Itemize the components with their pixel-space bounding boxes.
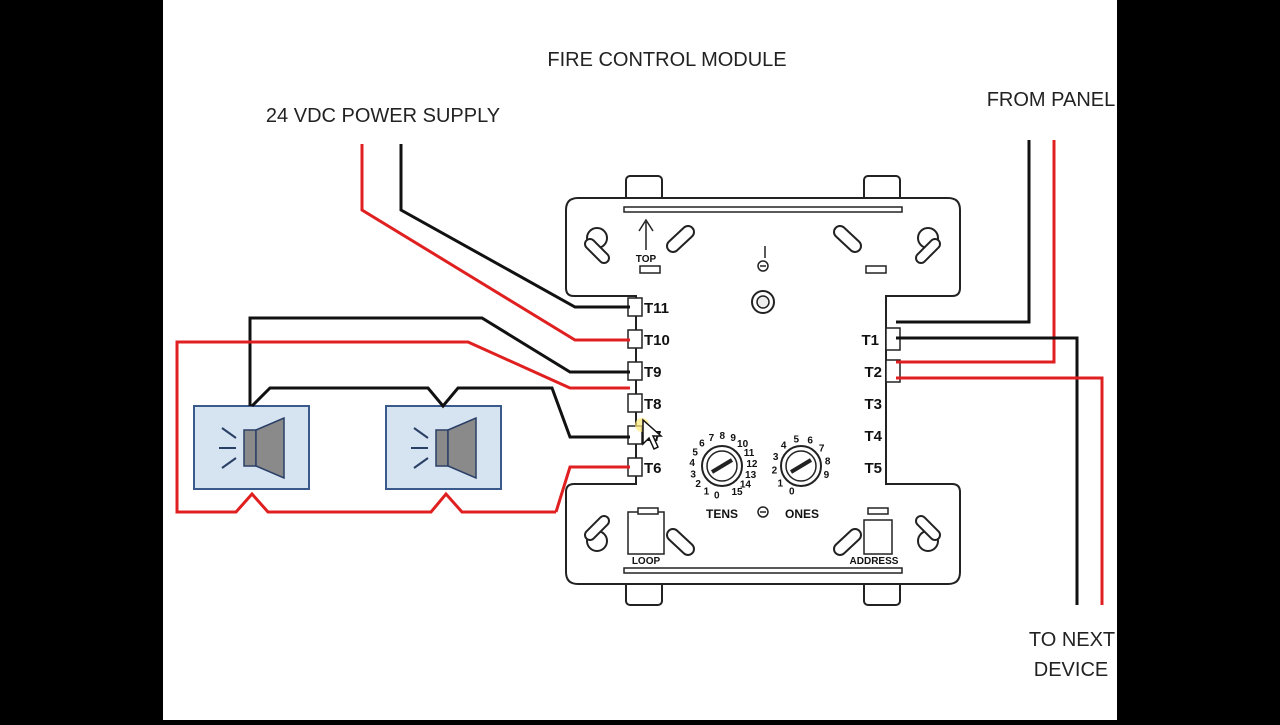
wire-speaker-black-t7 <box>250 386 630 439</box>
terminal-screw-t6[interactable] <box>627 457 643 477</box>
terminal-screw-t11[interactable] <box>627 297 643 317</box>
bottom-rail <box>623 567 903 574</box>
top-rail <box>623 206 903 213</box>
dial-number: 11 <box>744 448 755 459</box>
terminal-label-t3: T3 <box>864 396 882 413</box>
terminal-screw-t9[interactable] <box>627 361 643 381</box>
terminal-screw-t10[interactable] <box>627 329 643 349</box>
mount-slot-bottom-left <box>584 515 610 552</box>
dial-number: 7 <box>709 433 715 444</box>
dial-number: 1 <box>704 487 710 498</box>
dial-number: 8 <box>720 431 726 442</box>
terminal-label-t11: T11 <box>644 300 669 317</box>
dial-number: 13 <box>745 470 757 481</box>
dial-number: 1 <box>778 478 784 489</box>
fire-control-module: TOP <box>565 175 961 606</box>
wire-speaker-black-t9 <box>248 316 630 406</box>
terminal-label-t8: T8 <box>644 396 662 413</box>
dial-number: 12 <box>746 459 758 470</box>
dial-number: 0 <box>714 491 720 502</box>
tens-label: TENS <box>706 507 738 521</box>
mount-slot-top-right <box>915 227 941 264</box>
minus-symbol-icon <box>757 506 769 518</box>
wire-panel-red <box>896 140 1056 364</box>
center-screw-icon <box>751 290 775 314</box>
wire-power-black <box>399 144 630 309</box>
to-next-label-line1: TO NEXT <box>1029 629 1115 651</box>
terminal-label-t4: T4 <box>864 428 882 445</box>
loop-label: LOOP <box>632 556 661 567</box>
speaker-left <box>193 405 310 490</box>
arrow-cursor-icon <box>635 418 663 451</box>
dial-number: 15 <box>731 487 743 498</box>
dial-number: 2 <box>772 466 778 477</box>
dial-number: 9 <box>824 470 830 481</box>
wiring <box>175 140 1104 605</box>
dial-number: 8 <box>825 456 831 467</box>
mount-slot-bottom-right <box>915 515 941 552</box>
mount-slot-top-left <box>584 227 610 264</box>
to-next-label-line2: DEVICE <box>1034 659 1108 681</box>
dial-number: 6 <box>807 436 813 447</box>
wire-power-red <box>360 144 630 342</box>
dial-number: 3 <box>773 452 779 463</box>
terminal-label-t5: T5 <box>864 460 882 477</box>
wire-speaker-red-t6 <box>554 465 630 513</box>
dial-number: 5 <box>794 434 800 445</box>
terminal-screw-t8[interactable] <box>627 393 643 413</box>
terminal-block-left <box>627 297 643 477</box>
terminal-label-t1: T1 <box>861 332 879 349</box>
dial-number: 0 <box>789 486 795 497</box>
top-arrow-icon <box>638 218 654 250</box>
address-label: ADDRESS <box>850 556 899 567</box>
top-label: TOP <box>636 254 657 265</box>
power-supply-label: 24 VDC POWER SUPPLY <box>266 105 500 127</box>
terminal-label-t10: T10 <box>644 332 670 349</box>
diagram-title: FIRE CONTROL MODULE <box>547 49 786 71</box>
wire-next-red <box>896 376 1104 605</box>
terminal-label-t6: T6 <box>644 460 662 477</box>
loop-window <box>627 511 665 555</box>
speaker-right <box>385 405 502 490</box>
speaker-icon <box>219 416 285 480</box>
dial-number: 2 <box>695 479 701 490</box>
dial-number: 10 <box>737 439 749 450</box>
dial-number: 7 <box>819 444 825 455</box>
minus-symbol-icon <box>757 260 769 272</box>
dial-number: 9 <box>730 433 736 444</box>
address-window <box>863 519 893 555</box>
wire-next-black <box>896 336 1079 605</box>
terminal-label-t9: T9 <box>644 364 662 381</box>
dial-number: 4 <box>689 458 695 469</box>
dial-number: 6 <box>699 439 705 450</box>
dial-number: 4 <box>781 440 787 451</box>
led-slot <box>639 265 661 274</box>
led-slot <box>865 265 887 274</box>
from-panel-label: FROM PANEL <box>987 89 1116 111</box>
module-plate <box>565 197 961 585</box>
dial-number: 3 <box>690 469 696 480</box>
ones-label: ONES <box>785 507 819 521</box>
wire-panel-black <box>896 140 1031 324</box>
dial-number: 14 <box>740 480 752 491</box>
terminal-label-t2: T2 <box>864 364 882 381</box>
wire-speaker-red-t8 <box>175 340 630 514</box>
dial-number: 5 <box>692 448 698 459</box>
speaker-icon <box>411 416 477 480</box>
